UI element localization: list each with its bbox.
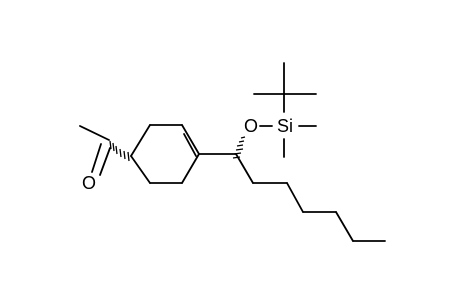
hashed-wedge-c1-acetyl [109, 140, 130, 162]
bond-chain-5 [335, 211, 354, 242]
bond-ring-c6-c1 [130, 155, 151, 184]
bond-carbonyl-oxygen-2 [99, 147, 111, 176]
bond-ring-c3-c4 [181, 124, 200, 155]
bond-chain-1 [235, 153, 254, 184]
silicon-label: Si [277, 116, 293, 136]
ketone-oxygen-label: O [82, 173, 96, 193]
bond-chain-3 [286, 182, 304, 213]
bond-methyl-carbonyl [79, 125, 110, 141]
bond-ring-c1-c2 [130, 124, 151, 157]
bond-carbonyl-oxygen-1 [91, 143, 102, 173]
bond-ring-c4-c5 [181, 153, 200, 184]
ether-oxygen-label: O [244, 116, 258, 136]
bond-ring-c3-c4-double [183, 133, 197, 157]
